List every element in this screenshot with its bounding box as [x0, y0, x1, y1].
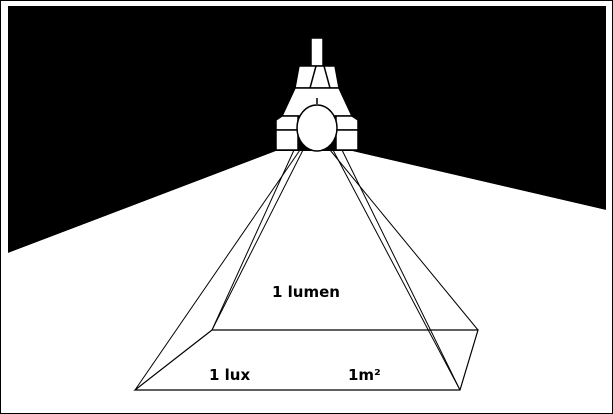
light-bulb: [297, 105, 337, 151]
lumen-label: 1 lumen: [272, 283, 340, 301]
lamp-base-right: [336, 130, 358, 150]
lamp-left-arm: [276, 116, 298, 130]
lux-label: 1 lux: [209, 366, 250, 384]
lamp-right-arm: [336, 116, 358, 130]
area-label: 1m²: [348, 366, 381, 384]
lamp-upper-shade: [295, 66, 339, 88]
lamp-base-left: [276, 130, 298, 150]
lamp-stem: [311, 38, 323, 66]
